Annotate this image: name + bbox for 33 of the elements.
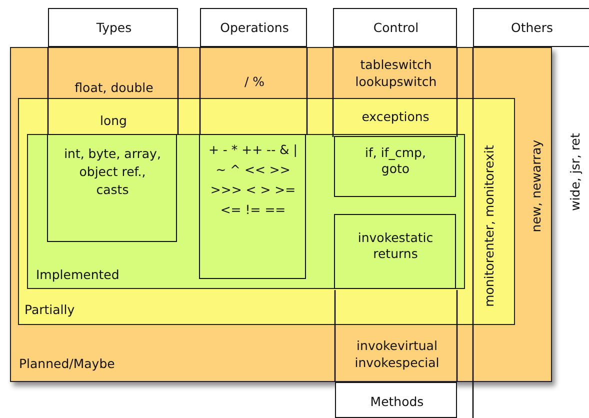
region-text: / %	[243, 74, 266, 91]
box-text: invokestatic returns	[356, 230, 434, 264]
column-title: Others	[510, 20, 554, 37]
column-header	[473, 8, 589, 47]
column-title: Control	[372, 20, 420, 37]
box-text: int, byte, array, object ref., casts	[64, 144, 162, 199]
region-text: invokevirtual invokespecial	[354, 338, 440, 372]
implemented-region	[27, 134, 465, 289]
box-text: + - * ++ -- & | ~ ^ << >> >>> < > >= <= != ==	[208, 140, 298, 220]
methods-box	[334, 214, 456, 288]
region-text: tableswitch lookupswitch	[354, 57, 438, 91]
note-text: wide, jsr, ret	[568, 133, 582, 211]
control-box	[334, 136, 456, 196]
column-header	[200, 8, 307, 47]
column-title: Operations	[219, 20, 290, 37]
region-text: Planned/Maybe	[19, 356, 115, 373]
region-text: new, newarray	[528, 140, 544, 232]
operations-box	[198, 134, 306, 278]
column-title: Types	[95, 20, 133, 37]
region-text: float, double	[74, 80, 154, 97]
region-text: Partially	[24, 302, 75, 318]
column-header	[333, 8, 457, 47]
box-text: if, if_cmp, goto	[364, 144, 427, 178]
column-header	[48, 8, 178, 47]
region-text: exceptions	[360, 108, 430, 126]
region-text: long	[99, 112, 128, 130]
region-text: monitorenter, monitorexit	[481, 144, 496, 306]
region-text: Implemented	[36, 267, 120, 284]
types-box	[46, 134, 176, 242]
partial-region	[18, 98, 514, 324]
column-title: Methods	[369, 394, 425, 411]
column-footer	[335, 382, 457, 418]
planned-region	[10, 47, 552, 382]
